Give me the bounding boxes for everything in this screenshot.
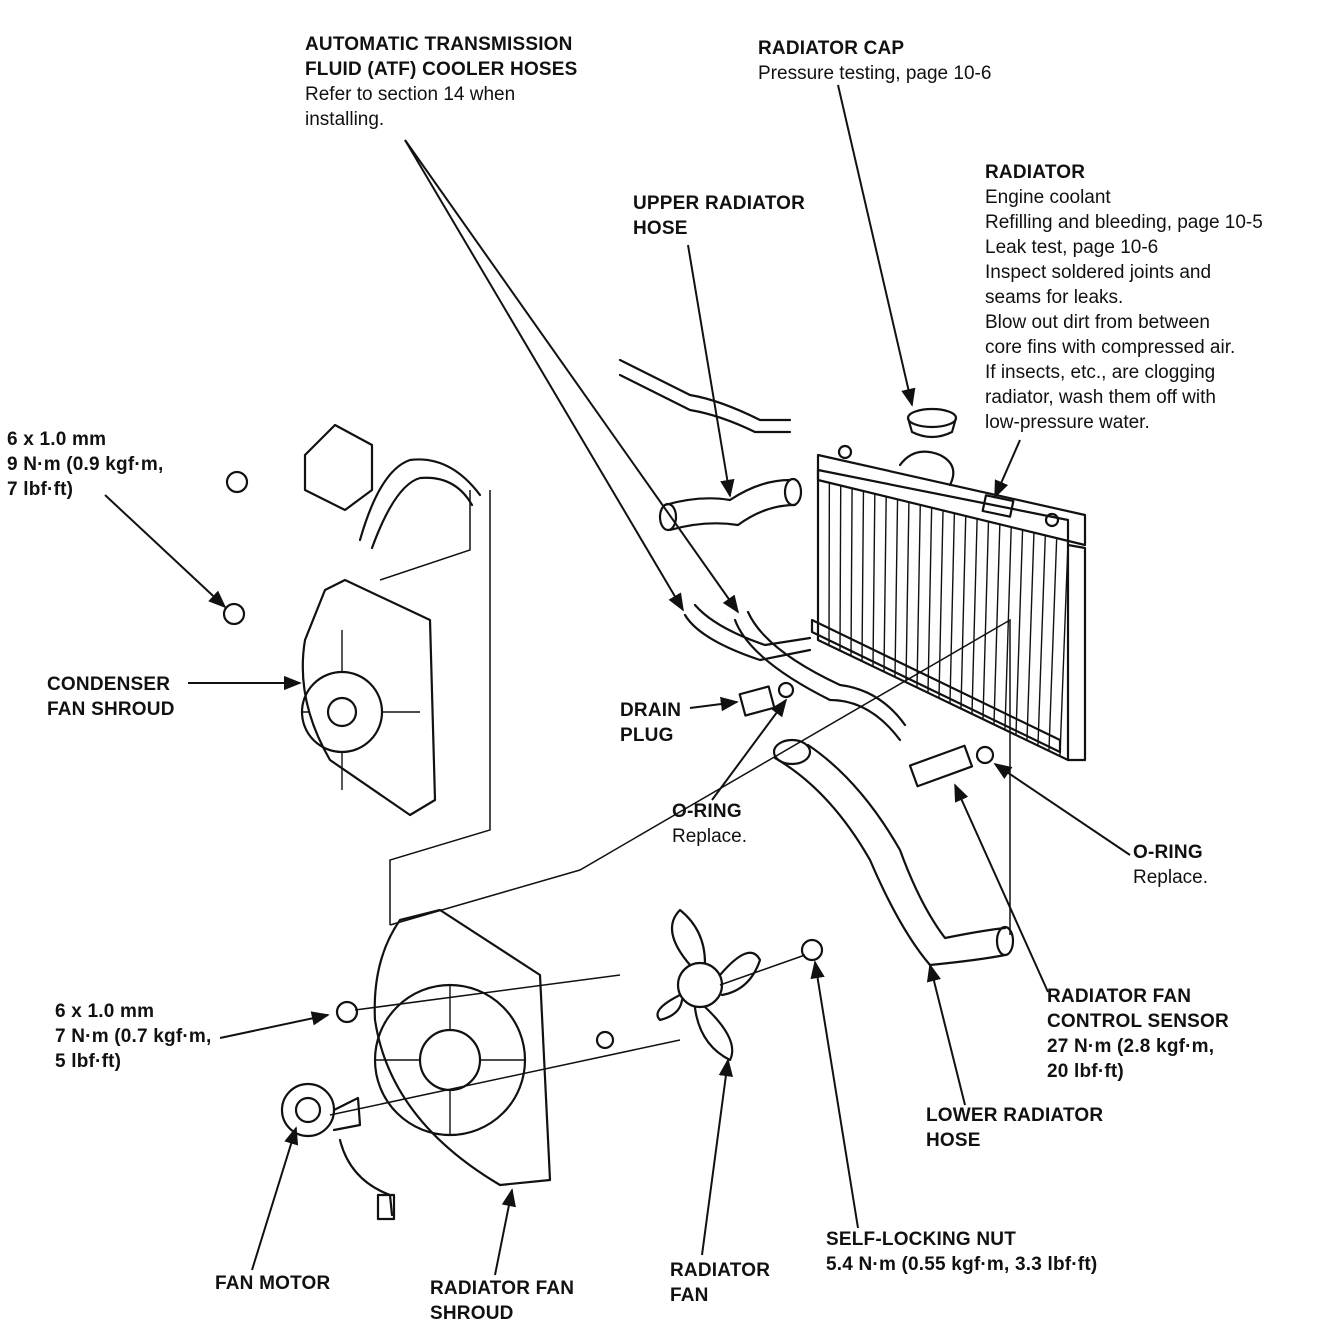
label-title-line: RADIATOR FAN: [1047, 986, 1192, 1007]
label-title-line: LOWER RADIATOR: [926, 1105, 1104, 1126]
label-title-line: 5 lbf·ft): [55, 1051, 122, 1072]
label-fan-motor: FAN MOTOR: [215, 1271, 330, 1296]
label-note-line: Refilling and bleeding, page 10-5: [985, 212, 1263, 233]
label-title-line: SHROUD: [430, 1303, 514, 1324]
label-drain-plug: DRAIN PLUG: [620, 698, 681, 748]
radiator-drawing: [810, 444, 1087, 762]
label-note-line: core fins with compressed air.: [985, 337, 1236, 358]
label-title-line: CONTROL SENSOR: [1047, 1011, 1229, 1032]
label-note-line: Leak test, page 10-6: [985, 237, 1159, 258]
radiator-fin: [861, 491, 865, 661]
label-title-line: RADIATOR CAP: [758, 38, 905, 59]
label-bolt-lower: 6 x 1.0 mm 7 N·m (0.7 kgf·m, 5 lbf·ft): [55, 999, 212, 1074]
label-note-line: Replace.: [1133, 867, 1208, 888]
radiator-fin: [1048, 539, 1058, 750]
condenser-fan-shroud-drawing: [300, 578, 437, 817]
radiator-fin: [1004, 527, 1012, 729]
radiator-fin: [839, 485, 842, 651]
radiator-fin: [1026, 533, 1035, 740]
label-note-line: low-pressure water.: [985, 412, 1150, 433]
label-note-line: Inspect soldered joints and: [985, 262, 1212, 283]
label-condenser-fan-shroud: CONDENSER FAN SHROUD: [47, 672, 175, 722]
label-radiator-fan-control-sensor: RADIATOR FAN CONTROL SENSOR 27 N·m (2.8 kg…: [1047, 984, 1229, 1084]
label-title-line: 6 x 1.0 mm: [7, 429, 107, 450]
label-title-line: O-RING: [672, 801, 742, 822]
label-title-line: UPPER RADIATOR: [633, 193, 806, 214]
radiator-fin: [883, 496, 887, 672]
radiator-fin: [894, 499, 899, 677]
label-radiator-fan-shroud: RADIATOR FAN SHROUD: [430, 1276, 574, 1326]
label-title-line: FLUID (ATF) COOLER HOSES: [305, 59, 578, 80]
label-radiator-cap: RADIATOR CAP Pressure testing, page 10-6: [758, 36, 991, 86]
label-title-line: FAN: [670, 1285, 709, 1306]
label-note-line: Replace.: [672, 826, 747, 847]
label-title-line: RADIATOR: [670, 1260, 771, 1281]
fan-motor-drawing: [280, 1082, 396, 1221]
label-title-line: 7 lbf·ft): [7, 479, 74, 500]
radiator-fan-shroud-drawing: [335, 908, 615, 1187]
radiator-fin: [927, 508, 933, 693]
label-title-line: FAN MOTOR: [215, 1273, 331, 1294]
label-self-locking-nut: SELF-LOCKING NUT 5.4 N·m (0.55 kgf·m, 3.3…: [826, 1227, 1097, 1277]
radiator-fin: [872, 494, 876, 667]
radiator-fin: [1037, 536, 1046, 745]
label-title-line: 5.4 N·m (0.55 kgf·m, 3.3 lbf·ft): [826, 1254, 1098, 1275]
label-title-line: O-RING: [1133, 842, 1203, 863]
label-title-line: 9 N·m (0.9 kgf·m,: [7, 454, 164, 475]
label-atf-cooler-hoses: AUTOMATIC TRANSMISSION FLUID (ATF) COOLER…: [305, 32, 578, 132]
label-title-line: RADIATOR FAN: [430, 1278, 575, 1299]
radiator-fin: [982, 522, 990, 719]
fan-control-sensor-drawing: [908, 744, 995, 788]
upper-radiator-hose-drawing: [658, 477, 803, 532]
label-note-line: seams for leaks.: [985, 287, 1124, 308]
label-bolt-upper: 6 x 1.0 mm 9 N·m (0.9 kgf·m, 7 lbf·ft): [7, 427, 164, 502]
lower-radiator-hose-drawing: [772, 738, 1015, 967]
label-title-line: 20 lbf·ft): [1047, 1061, 1124, 1082]
radiator-fin: [1015, 530, 1024, 735]
radiator-fin: [916, 505, 921, 688]
label-title-line: CONDENSER: [47, 674, 171, 695]
radiator-fin: [850, 488, 853, 656]
label-title-line: RADIATOR: [985, 162, 1086, 183]
label-note-line: Engine coolant: [985, 187, 1111, 208]
drain-plug-drawing: [738, 681, 795, 717]
leader-lines: [104, 84, 1131, 1276]
radiator-fin: [993, 525, 1001, 724]
label-title-line: SELF-LOCKING NUT: [826, 1229, 1017, 1250]
label-title-line: 27 N·m (2.8 kgf·m,: [1047, 1036, 1215, 1057]
self-locking-nut-drawing: [800, 938, 824, 962]
label-note-line: Refer to section 14 when: [305, 84, 516, 105]
label-note-line: installing.: [305, 109, 385, 130]
label-title-line: DRAIN: [620, 700, 682, 721]
label-title-line: HOSE: [633, 218, 688, 239]
label-note-line: radiator, wash them off with: [985, 387, 1216, 408]
radiator-fin: [960, 516, 967, 708]
radiator-fin: [938, 510, 944, 698]
condenser-bracket-drawing: [222, 423, 482, 626]
label-title-line: FAN SHROUD: [47, 699, 175, 720]
label-o-ring-right: O-RING Replace.: [1133, 840, 1208, 890]
atf-cooler-hoses-drawing: [618, 358, 907, 742]
radiator-fin: [971, 519, 978, 714]
label-radiator-fan: RADIATOR FAN: [670, 1258, 770, 1308]
label-o-ring-left: O-RING Replace.: [672, 799, 747, 849]
label-lower-radiator-hose: LOWER RADIATOR HOSE: [926, 1103, 1103, 1153]
label-note-line: Blow out dirt from between: [985, 312, 1210, 333]
label-title-line: 7 N·m (0.7 kgf·m,: [55, 1026, 212, 1047]
label-title-line: 6 x 1.0 mm: [55, 1001, 155, 1022]
label-note-line: If insects, etc., are clogging: [985, 362, 1216, 383]
label-title-line: HOSE: [926, 1130, 981, 1151]
label-note-line: Pressure testing, page 10-6: [758, 63, 992, 84]
label-upper-radiator-hose: UPPER RADIATOR HOSE: [633, 191, 805, 241]
radiator-fin: [949, 513, 956, 703]
radiator-fan-drawing: [656, 908, 806, 1062]
radiator-fin: [905, 502, 910, 682]
label-title-line: AUTOMATIC TRANSMISSION: [305, 34, 573, 55]
radiator-cap-drawing: [906, 407, 958, 439]
label-title-line: PLUG: [620, 725, 674, 746]
radiator-fin: [1059, 541, 1069, 756]
